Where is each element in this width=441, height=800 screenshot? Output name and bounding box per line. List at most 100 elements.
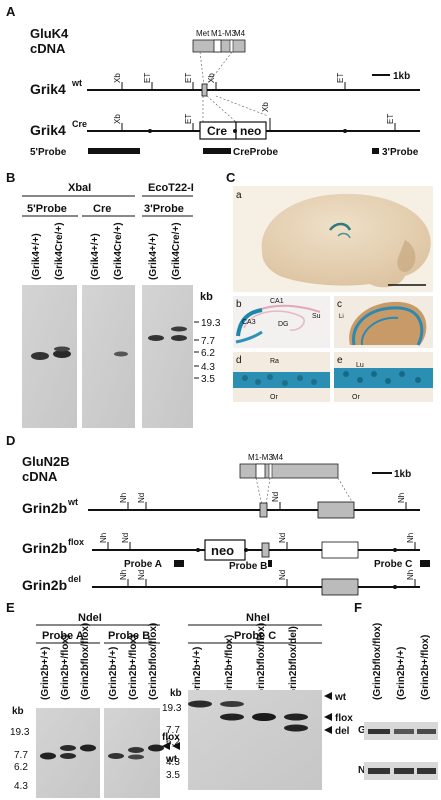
grin2b-flox-label: Grin2b [22, 540, 67, 556]
probe-cre-b: Cre [93, 203, 111, 215]
gluk4-m4-segment [229, 39, 234, 53]
lane-grin2b-het: (Grin2b+/flox) [224, 635, 235, 700]
panel-e-label: E [6, 600, 15, 615]
grin2b-wt-sup: wt [67, 497, 78, 507]
glun2b-cdna-label: cDNA [22, 469, 58, 484]
et-site: ET [386, 114, 395, 124]
xb-site: Xb [113, 73, 122, 83]
probe-cre-bar [203, 148, 231, 154]
probe-c-bar [420, 560, 430, 567]
gluk4-m1m3-segment [213, 39, 222, 53]
et-site: ET [184, 73, 193, 83]
lane-grin2b-floxflox: (Grin2bflox/flox) [80, 623, 91, 700]
probe-a-e: Probe A [42, 630, 84, 642]
flox-label-right: flox [335, 713, 353, 724]
grin2b-del-sup: del [68, 574, 81, 584]
nd-site: Nd [121, 533, 130, 543]
marker-b: 4.3 [201, 362, 215, 373]
probe-3-label: 3'Probe [382, 147, 419, 158]
lane-grik4-cre: (Grik4Cre/+) [171, 222, 182, 280]
glun2b-m4-segment [268, 463, 273, 479]
blot-b-3probe [142, 285, 193, 428]
lane-grin2b-floxdel: (Grin2bflox/del) [288, 626, 299, 700]
m4-label: M4 [234, 29, 246, 38]
su-label: Su [312, 313, 321, 320]
nh-site: Nh [119, 493, 128, 503]
kb-label-e-right: kb [170, 688, 182, 699]
probe-cre-label: CreProbe [233, 147, 278, 158]
ca3-label: CA3 [242, 319, 256, 326]
lane-grik4-cre: (Grik4Cre/+) [54, 222, 65, 280]
blot-e-probe-b [104, 708, 160, 798]
nd-site: Nd [278, 533, 287, 543]
nh-site: Nh [406, 570, 415, 580]
lane-grin2b-floxflox: (Grin2bflox/flox) [148, 623, 159, 700]
flox-label-left: flox [162, 732, 180, 743]
or-label-d: Or [270, 394, 278, 401]
panel-c-label: C [226, 170, 236, 185]
enzyme-ndei: NdeI [78, 612, 102, 624]
nh-site: Nh [397, 493, 406, 503]
lane-grin2b-floxflox: (Grin2bflox/flox) [256, 623, 267, 700]
nh-site: Nh [99, 533, 108, 543]
glun2b-cdna-bar [239, 463, 339, 479]
sub-a-label: a [236, 190, 242, 201]
grik4-cre-label: Grik4 [30, 122, 66, 138]
grik4-wt-sup: wt [71, 78, 82, 88]
m1m3-label: M1-M3 [211, 29, 236, 38]
probe-a-label: Probe A [124, 559, 162, 570]
marker-b: 19.3 [201, 318, 221, 329]
panel-a: A GluK4 cDNA Met M1-M3 M4 1kb Grik4 wt X… [6, 4, 420, 158]
met-label: Met [196, 29, 210, 38]
kb-label-e: kb [12, 706, 24, 717]
cre-box-label: Cre [207, 124, 227, 138]
lane-grik4-wt: (Grik4+/+) [90, 233, 101, 280]
m1m3-label-d: M1-M3 [248, 453, 273, 462]
marker-e-right: 19.3 [162, 703, 182, 714]
et-site: ET [143, 73, 152, 83]
probe-b-bar [268, 560, 272, 567]
probe-c-e: Probe C [234, 630, 276, 642]
neo-box-d-label: neo [211, 543, 234, 558]
m4-label-d: M4 [272, 453, 284, 462]
marker-b: 7.7 [201, 336, 215, 347]
enzyme-ecot22i: EcoT22-I [148, 182, 194, 194]
lane-grik4-wt: (Grik4+/+) [31, 233, 42, 280]
nd-site: Nd [137, 493, 146, 503]
grik4-cre-sup: Cre [72, 119, 87, 129]
lane-grin2b-wt: (Grin2b+/+) [192, 647, 203, 700]
xb-site: Xb [207, 73, 216, 83]
lane-grik4-cre: (Grik4Cre/+) [113, 222, 124, 280]
panel-d: D GluN2B cDNA M1-M3 M4 1kb Grin2b wt Nh … [6, 433, 430, 596]
panel-c: C a b CA1 CA3 DG Su c Li d Ra O [226, 170, 433, 402]
panel-b-label: B [6, 170, 15, 185]
nd-site: Nd [137, 570, 146, 580]
nd-site: Nd [271, 492, 280, 502]
marker-b: 3.5 [201, 374, 215, 385]
panel-b: B XbaI EcoT22-I 5'Probe Cre 3'Probe (Gri… [6, 170, 221, 428]
nh-site: Nh [119, 570, 128, 580]
li-label: Li [339, 314, 344, 320]
lane-f-wt: (Grin2b+/+) [396, 647, 407, 700]
dg-label: DG [278, 321, 289, 328]
scale-label-d: 1kb [394, 469, 411, 480]
grik4-wt-label: Grik4 [30, 81, 66, 97]
panel-a-label: A [6, 4, 16, 19]
marker-e-left: 4.3 [14, 781, 28, 792]
sub-e-label: e [337, 355, 343, 366]
marker-b: 6.2 [201, 348, 215, 359]
or-label-e: Or [352, 394, 360, 401]
lane-grin2b-het: (Grin2b+/flox) [60, 635, 71, 700]
probe-3-b: 3'Probe [144, 203, 184, 215]
grin2b-wt-label: Grin2b [22, 500, 67, 516]
glun2b-title: GluN2B [22, 454, 70, 469]
probe-3-bar [372, 148, 379, 154]
enzyme-xbai: XbaI [68, 182, 91, 194]
marker-e-left: 6.2 [14, 762, 28, 773]
grin2b-del-label: Grin2b [22, 577, 67, 593]
grin2b-flox-sup: flox [68, 537, 84, 547]
gluk4-title: GluK4 [30, 26, 69, 41]
scale-label-a: 1kb [393, 71, 410, 82]
panel-e: E NdeI NheI Probe A Probe B Probe C (Gri… [6, 600, 353, 798]
kb-label-b: kb [200, 291, 213, 303]
